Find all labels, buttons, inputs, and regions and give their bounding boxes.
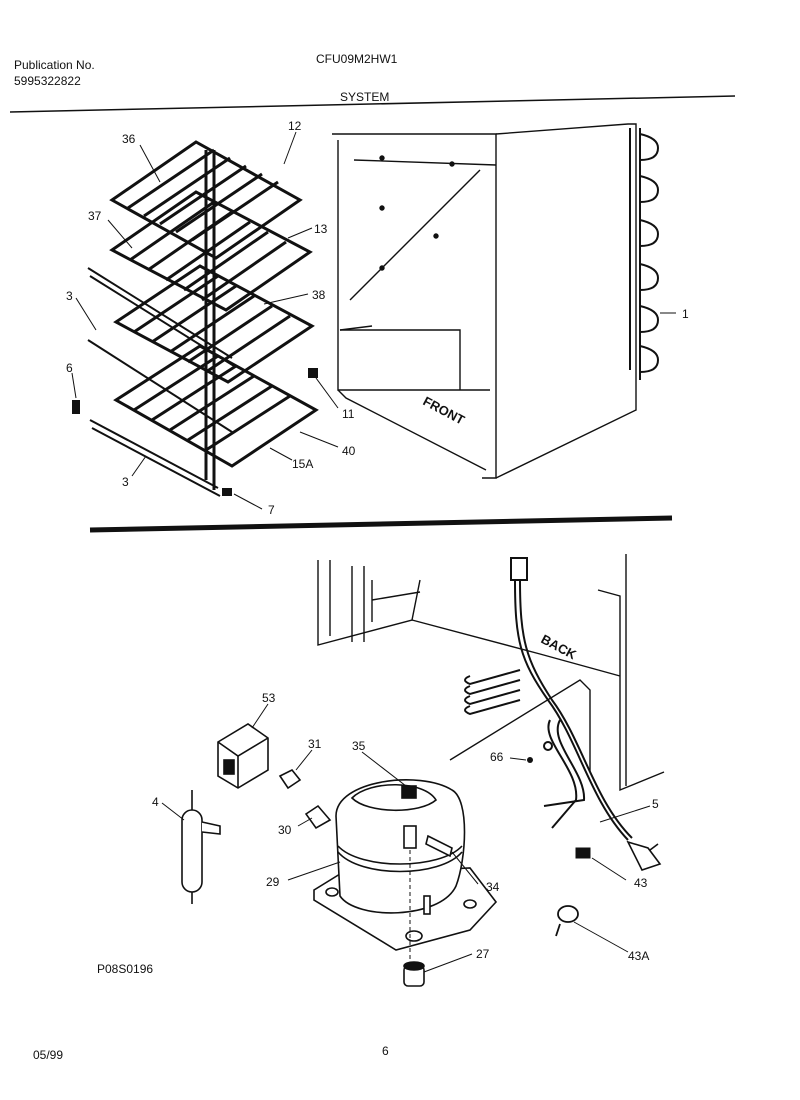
wiring-harness	[464, 557, 633, 841]
evaporator-shelf-4	[113, 344, 319, 468]
callout-15a: 15A	[292, 457, 313, 471]
callout-4: 4	[152, 795, 159, 809]
leader-lines-bottom	[161, 703, 651, 973]
callout-3-lower: 3	[122, 475, 129, 489]
callout-38: 38	[312, 288, 326, 302]
section-title: SYSTEM	[340, 90, 390, 104]
overload	[278, 768, 332, 830]
cabinet-back-corner	[317, 554, 665, 792]
callout-29: 29	[266, 875, 280, 889]
publication-number: 5995322822	[14, 74, 81, 88]
model-number: CFU09M2HW1	[316, 52, 398, 66]
header-rule	[9, 95, 736, 113]
back-label: BACK	[539, 631, 580, 662]
evaporator-shelf-2	[109, 190, 313, 312]
condenser-coil	[629, 128, 660, 380]
callout-6: 6	[66, 361, 73, 375]
screw-66	[527, 757, 533, 763]
power-plug	[626, 840, 662, 871]
callout-66: 66	[490, 750, 504, 764]
callout-43: 43	[634, 876, 648, 890]
relay-cover	[217, 723, 269, 789]
freezer-cabinet	[332, 123, 637, 479]
publication-label: Publication No.	[14, 58, 95, 72]
callout-35: 35	[352, 739, 366, 753]
filter-drier	[181, 790, 221, 904]
callout-31: 31	[308, 737, 322, 751]
compressor	[313, 779, 498, 951]
callout-3-upper: 3	[66, 289, 73, 303]
evaporator-tubing	[204, 150, 216, 490]
callout-36: 36	[122, 132, 136, 146]
callout-11: 11	[342, 407, 355, 421]
shelf-rails	[87, 267, 235, 497]
page-number: 6	[382, 1044, 389, 1058]
callout-40: 40	[342, 444, 356, 458]
callout-13: 13	[314, 222, 328, 236]
callout-34: 34	[486, 880, 500, 894]
callout-53: 53	[262, 691, 276, 705]
section-divider	[89, 515, 673, 533]
figure-reference-code: P08S0196	[97, 962, 154, 976]
callout-27: 27	[476, 947, 490, 961]
callout-30: 30	[278, 823, 292, 837]
cord-clip	[575, 847, 591, 859]
publication-date: 05/99	[33, 1048, 64, 1062]
callout-5: 5	[652, 797, 659, 811]
front-label: FRONT	[421, 393, 468, 427]
callout-43a: 43A	[628, 949, 649, 963]
callout-37: 37	[88, 209, 102, 223]
callout-7: 7	[268, 503, 275, 517]
evaporator-shelf-3	[113, 264, 315, 384]
leader-lines-top	[71, 131, 676, 510]
callout-1: 1	[682, 307, 689, 321]
small-clips	[72, 368, 318, 496]
clamp-43a	[555, 905, 579, 937]
callout-12: 12	[288, 119, 302, 133]
grommet-27	[403, 961, 425, 987]
